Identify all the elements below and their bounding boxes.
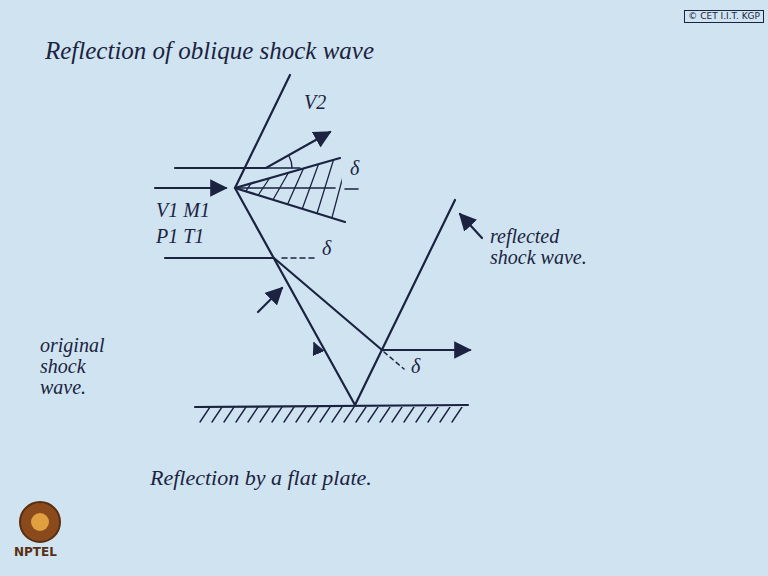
wedge-hatching [240, 150, 350, 225]
velocity-label: V2 [304, 92, 344, 113]
flow-condition-label: V1 M1 [156, 200, 236, 221]
leader-arrow [460, 214, 482, 238]
freestream-arrow [155, 187, 226, 189]
reflected-shock-wave [355, 200, 455, 405]
upper-streamline [175, 132, 330, 168]
flow-condition-label: P1 T1 [156, 226, 236, 247]
angle-label: δ [350, 158, 374, 179]
title-text: Reflection of oblique shock wave [45, 38, 465, 64]
angle-label: δ [322, 238, 346, 259]
angle-label: δ [411, 356, 435, 377]
logo-text: NPTEL [14, 546, 74, 559]
copyright-watermark: © CET I.I.T. KGP [684, 10, 764, 23]
nptel-logo [20, 502, 60, 542]
angle-reference-dash [345, 188, 358, 190]
angle-reference-dash [384, 352, 404, 369]
original-shock-wave [235, 188, 355, 405]
shock-direction-arrow [314, 343, 318, 352]
angle-arc [289, 156, 292, 168]
angle-reference-dash [282, 257, 316, 259]
lower-streamline [165, 258, 470, 350]
wedge-axis [235, 187, 335, 189]
shock-label: reflected shock wave. [490, 226, 595, 268]
flat-plate [195, 405, 468, 407]
caption-text: Reflection by a flat plate. [150, 466, 470, 489]
leader-arrow [258, 288, 282, 312]
streamline-mid [228, 256, 240, 257]
upper-shock-wave [235, 75, 290, 188]
plate-hatching [200, 407, 462, 422]
angle-reference-line [266, 167, 300, 168]
shock-label: original shock wave. [40, 335, 112, 398]
